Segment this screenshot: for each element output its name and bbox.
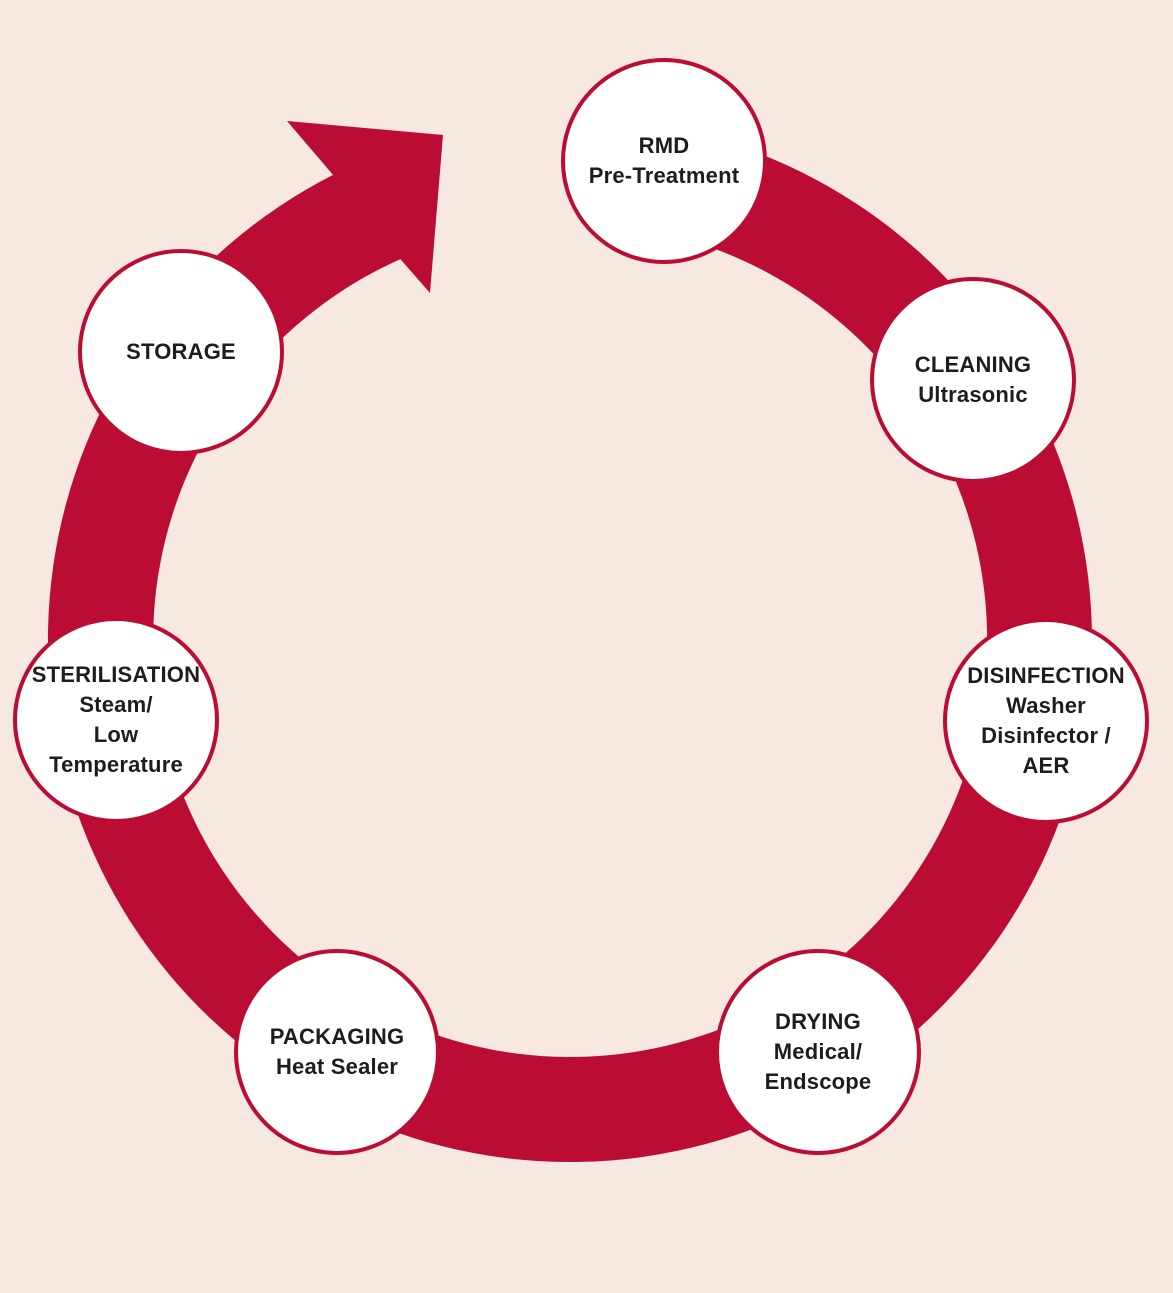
node-title: RMD (638, 133, 690, 158)
node-subtitle: Ultrasonic (918, 382, 1028, 407)
node-packaging: PACKAGING Heat Sealer (234, 949, 440, 1155)
node-subtitle: Medical/ (773, 1039, 863, 1064)
node-sterilisation-text: STERILISATION Steam/ Low Temperature (32, 660, 200, 780)
node-title: CLEANING (914, 352, 1032, 377)
node-subtitle: Endscope (764, 1069, 872, 1094)
node-rmd-pre-treatment-text: RMD Pre-Treatment (589, 131, 740, 191)
node-subtitle: Heat Sealer (275, 1054, 399, 1079)
node-disinfection: DISINFECTION Washer Disinfector / AER (943, 618, 1149, 824)
node-title: STERILISATION (31, 662, 201, 687)
node-sterilisation: STERILISATION Steam/ Low Temperature (13, 617, 219, 823)
node-subtitle: Steam/ (79, 692, 153, 717)
node-title: DISINFECTION (967, 663, 1125, 688)
node-subtitle: AER (1022, 753, 1070, 778)
node-drying-text: DRYING Medical/ Endscope (765, 1007, 872, 1097)
node-rmd-pre-treatment: RMD Pre-Treatment (561, 58, 767, 264)
node-disinfection-text: DISINFECTION Washer Disinfector / AER (967, 661, 1125, 781)
node-subtitle: Temperature (49, 752, 183, 777)
node-title: STORAGE (126, 339, 236, 364)
node-title: DRYING (775, 1009, 861, 1034)
node-subtitle: Disinfector / (981, 723, 1111, 748)
node-cleaning-text: CLEANING Ultrasonic (915, 350, 1032, 410)
node-title: PACKAGING (269, 1024, 405, 1049)
node-subtitle: Pre-Treatment (588, 163, 740, 188)
node-storage-text: STORAGE (126, 337, 236, 367)
node-subtitle: Low (93, 722, 139, 747)
node-drying: DRYING Medical/ Endscope (715, 949, 921, 1155)
node-cleaning: CLEANING Ultrasonic (870, 277, 1076, 483)
node-storage: STORAGE (78, 249, 284, 455)
node-subtitle: Washer (1006, 693, 1086, 718)
node-packaging-text: PACKAGING Heat Sealer (270, 1022, 405, 1082)
